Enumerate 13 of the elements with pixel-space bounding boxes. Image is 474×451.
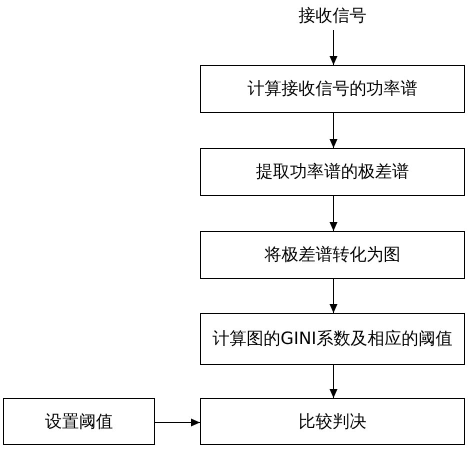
arrow [330,112,338,148]
process-box: 比较判决 [200,398,465,445]
process-box: 将极差谱转化为图 [200,231,465,279]
arrow [330,196,338,232]
process-box: 提取功率谱的极差谱 [200,148,465,196]
input-label: 接收信号 [270,2,395,30]
arrow [330,364,338,398]
process-box: 设置阈值 [3,398,155,445]
arrow [154,418,200,426]
process-box: 计算接收信号的功率谱 [200,65,465,113]
process-box: 计算图的GINI系数及相应的阈值 [200,313,465,365]
arrow [330,278,338,314]
arrow [330,30,338,66]
